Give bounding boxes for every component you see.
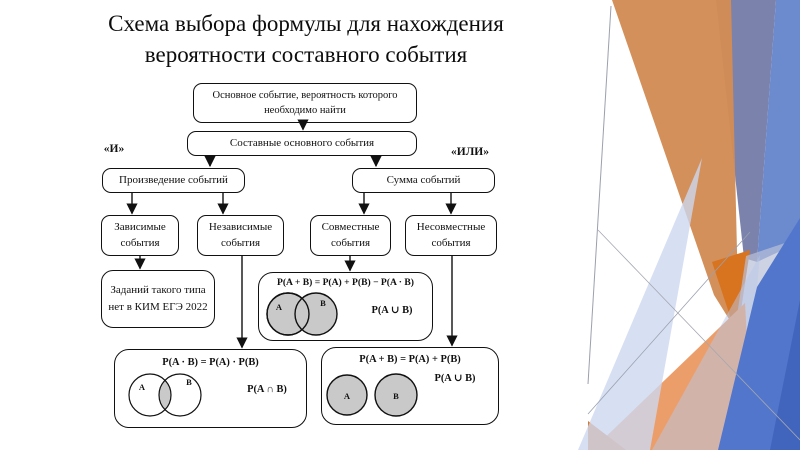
- venn-disjoint-label-a: A: [344, 391, 351, 401]
- box-dependent: Зависимые события: [101, 215, 179, 256]
- box-independent: Независимые события: [197, 215, 284, 256]
- venn-joint-label-a: A: [276, 302, 283, 312]
- decor-bright-blue-triangle: [718, 218, 800, 450]
- venn-independent-label-a: A: [139, 382, 146, 392]
- disjoint-set-notation: P(A ∪ B): [434, 373, 476, 384]
- decor-blue-band: [757, 0, 800, 262]
- decor-pale-fan-1: [578, 158, 702, 450]
- venn-disjoint-label-b: B: [393, 391, 399, 401]
- box-compound: Составные основного события: [187, 131, 417, 156]
- decor-line: [597, 229, 800, 441]
- decor-deep-blue-corner: [770, 300, 800, 450]
- or-label: «ИЛИ»: [451, 146, 489, 158]
- independent-set-notation: P(A ∩ B): [247, 384, 287, 395]
- venn-independent-diagram: A B: [128, 373, 202, 417]
- venn-joint-label-b: B: [320, 298, 326, 308]
- joint-set-notation: P(A ∪ B): [371, 305, 413, 316]
- disjoint-equation: P(A + B) = P(A) + P(B): [359, 354, 461, 365]
- box-disjoint-formula: A B P(A + B) = P(A) + P(B) P(A ∪ B): [321, 347, 499, 425]
- decor-line: [587, 5, 612, 385]
- box-sum: Сумма событий: [352, 168, 495, 193]
- box-main-event: Основное событие, вероятность которого н…: [193, 83, 417, 123]
- box-independent-formula: A B P(A · B) = P(A) · P(B) P(A ∩ B): [114, 349, 307, 428]
- box-no-tasks: Заданий такого типа нет в КИМ ЕГЭ 2022: [101, 270, 215, 328]
- joint-equation: P(A + B) = P(A) + P(B) − P(A · B): [277, 277, 414, 288]
- box-disjoint: Несовместные события: [405, 215, 497, 256]
- box-joint: Совместные события: [310, 215, 391, 256]
- page-title: Схема выбора формулы для нахождения веро…: [108, 11, 504, 67]
- decor-dark-orange-accent: [712, 250, 750, 337]
- box-joint-formula: A B P(A + B) = P(A) + P(B) − P(A · B) P(…: [258, 272, 433, 341]
- box-product: Произведение событий: [102, 168, 245, 193]
- venn-disjoint-diagram: A B: [326, 373, 418, 417]
- independent-equation: P(A · B) = P(A) · P(B): [162, 357, 259, 368]
- decor-line: [587, 231, 751, 415]
- venn-independent-label-b: B: [186, 377, 192, 387]
- venn-joint-diagram: A B: [266, 292, 338, 336]
- decor-orange-wedge: [612, 0, 739, 335]
- and-label: «И»: [103, 143, 125, 155]
